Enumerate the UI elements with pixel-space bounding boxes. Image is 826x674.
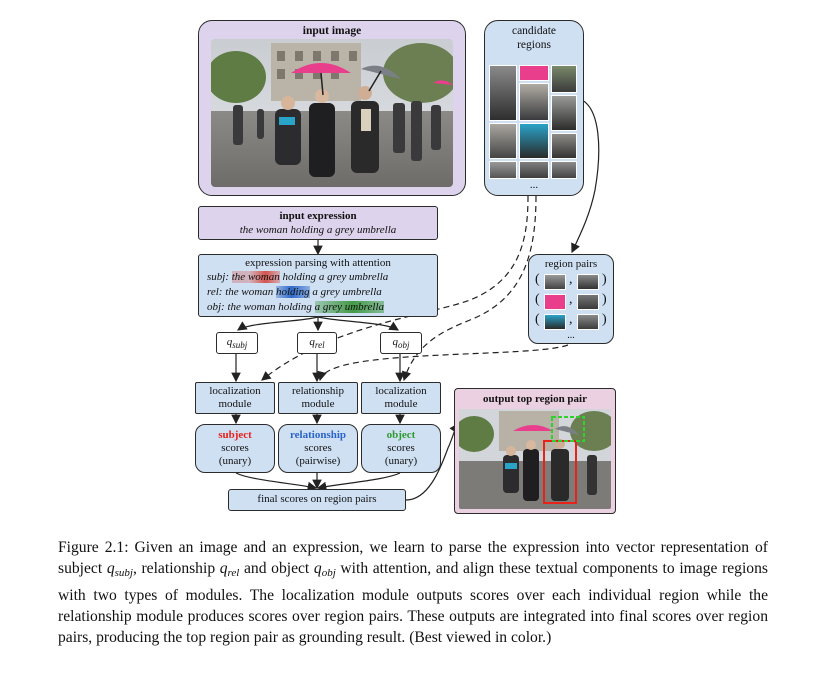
obj-highlight: a grey umbrella: [314, 301, 385, 313]
parse-line-rel: rel: the woman holding a grey umbrella: [207, 286, 431, 299]
street-scene-image: [211, 39, 453, 187]
input-image-label: input image: [302, 25, 362, 37]
input-photo: [211, 39, 453, 187]
caption-q-subj-sub: subj: [114, 567, 133, 580]
obj-before: the woman holding: [227, 301, 315, 313]
pair-thumbnail: [577, 314, 599, 330]
obj-module-line1: localization: [375, 385, 427, 397]
caption-q-obj: q: [313, 560, 322, 578]
input-expression-label: input expression: [279, 210, 357, 222]
region-thumbnail: [489, 65, 517, 121]
caption-suffix: with attention, and align these textual …: [58, 560, 768, 647]
region-pairs-label: region pairs: [544, 258, 598, 270]
rel-module-line2: module: [301, 398, 335, 410]
relationship-scores-box: relationship scores (pairwise): [278, 424, 358, 473]
q-subj-vector: qsubj: [216, 332, 258, 354]
pair-thumbnail: [577, 294, 599, 310]
region-pair-row: (,): [535, 313, 609, 331]
subj-highlight: woman: [247, 271, 280, 283]
q-obj-vector: qobj: [380, 332, 422, 354]
object-scores-line3: (unary): [384, 455, 418, 467]
relationship-scores-line3: (pairwise): [295, 455, 341, 467]
candidate-regions-label-line2: regions: [517, 39, 551, 51]
q-obj-sub: obj: [397, 340, 410, 350]
parse-line-obj: obj: the woman holding a grey umbrella: [207, 301, 431, 314]
candidate-regions-label-line1: candidate: [511, 25, 557, 37]
relationship-module: relationship module: [278, 382, 358, 414]
q-rel-sub: rel: [314, 340, 325, 350]
subj-after: holding a grey umbrella: [279, 271, 389, 283]
candidate-regions-panel: candidate regions ...: [484, 20, 584, 196]
output-label: output top region pair: [482, 393, 587, 405]
expression-parsing-label: expression parsing with attention: [245, 257, 391, 269]
obj-prefix: obj:: [207, 301, 228, 313]
output-photo: [459, 409, 611, 509]
region-thumbnail: [551, 95, 577, 131]
subject-scores-box: subject scores (unary): [195, 424, 275, 473]
object-scores-line2: scores: [387, 442, 415, 454]
region-thumbnail: [489, 161, 517, 179]
region-thumbnail: [551, 65, 577, 93]
object-scores-title: object: [386, 429, 416, 441]
rel-highlight: holding: [275, 286, 310, 298]
pair-thumbnail: [544, 294, 566, 310]
expression-parsing-box: expression parsing with attention subj: …: [198, 254, 438, 317]
region-thumbnail: [519, 83, 549, 121]
region-thumbnail: [519, 161, 549, 179]
region-thumbnail: [519, 123, 549, 159]
region-thumbnail: [489, 123, 517, 159]
region-thumbnail: [551, 133, 577, 159]
parse-line-subj: subj: the woman holding a grey umbrella: [207, 271, 431, 284]
region-pair-row: (,): [535, 293, 609, 311]
q-subj-sub: subj: [232, 340, 248, 350]
candidate-thumbnails: ...: [489, 65, 579, 197]
object-localization-module: localization module: [361, 382, 441, 414]
rel-prefix: rel:: [207, 286, 226, 298]
final-scores-box: final scores on region pairs: [228, 489, 406, 511]
caption-mid1: , relationship: [132, 560, 220, 578]
caption-q-subj: q: [106, 560, 115, 578]
figure-caption: Figure 2.1: Given an image and an expres…: [58, 537, 768, 648]
region-pairs-panel: region pairs (,) (,) (,) ...: [528, 254, 614, 344]
subj-module-line1: localization: [209, 385, 261, 397]
caption-q-rel: q: [219, 560, 228, 578]
q-rel-symbol: q: [309, 336, 315, 348]
caption-mid2: and object: [239, 560, 314, 578]
region-thumbnail: [519, 65, 549, 81]
region-pair-row: (,): [535, 273, 609, 291]
pair-thumbnail: [544, 274, 566, 290]
caption-q-rel-sub: rel: [227, 567, 240, 580]
caption-q-obj-sub: obj: [321, 567, 336, 580]
object-scores-box: object scores (unary): [361, 424, 441, 473]
subj-module-line2: module: [218, 398, 252, 410]
q-subj-symbol: q: [226, 336, 233, 348]
rel-after: a grey umbrella: [309, 286, 382, 298]
caption-prefix: Figure 2.1: Given an image and an expres…: [58, 539, 768, 578]
input-expression-text: the woman holding a grey umbrella: [239, 224, 397, 236]
subject-scores-title: subject: [218, 429, 252, 441]
region-thumbnail: [551, 161, 577, 179]
subj-prefix: subj:: [207, 271, 232, 283]
region-pairs-ellipsis: ...: [567, 330, 575, 341]
q-obj-symbol: q: [392, 336, 398, 348]
obj-module-line2: module: [384, 398, 418, 410]
input-expression-box: input expression the woman holding a gre…: [198, 206, 438, 240]
subject-scores-line3: (unary): [218, 455, 252, 467]
pair-thumbnail: [577, 274, 599, 290]
output-panel: output top region pair: [454, 388, 616, 514]
pair-thumbnail: [544, 314, 566, 330]
subj-before: the: [231, 271, 248, 283]
rel-before: the woman: [225, 286, 276, 298]
subject-scores-line2: scores: [221, 442, 249, 454]
candidate-regions-ellipsis: ...: [529, 179, 539, 191]
q-rel-vector: qrel: [297, 332, 337, 354]
final-scores-label: final scores on region pairs: [257, 493, 377, 505]
output-street-scene-image: [459, 409, 611, 509]
subject-localization-module: localization module: [195, 382, 275, 414]
input-image-panel: input image: [198, 20, 466, 196]
rel-module-line1: relationship: [292, 385, 344, 397]
relationship-scores-title: relationship: [289, 429, 347, 441]
relationship-scores-line2: scores: [304, 442, 332, 454]
